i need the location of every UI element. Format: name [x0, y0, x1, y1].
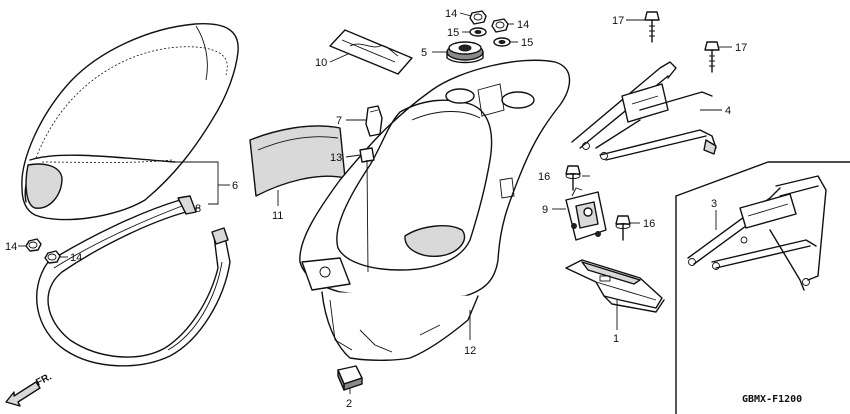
callout-4: 4 — [725, 105, 731, 117]
bolt-13 — [359, 147, 375, 273]
callout-16-a: 16 — [538, 171, 550, 183]
callout-17-b: 17 — [735, 42, 747, 54]
washer-15-top-b — [493, 37, 511, 47]
nut-14-top-a — [469, 10, 487, 25]
luggage-box — [299, 59, 571, 361]
callout-9: 9 — [542, 204, 548, 216]
grommet-5 — [446, 41, 484, 64]
seat — [21, 23, 239, 221]
callout-11: 11 — [272, 210, 283, 222]
nut-14-left-a — [25, 238, 42, 252]
callout-2: 2 — [346, 398, 352, 410]
inset-rack-3 — [675, 161, 850, 414]
document-pouch — [329, 29, 413, 75]
leader-lines — [18, 12, 732, 394]
callout-5: 5 — [421, 47, 427, 59]
callout-3: 3 — [711, 198, 717, 210]
callout-16-b: 16 — [643, 218, 655, 230]
clip-7 — [365, 105, 383, 137]
seat-seal — [36, 195, 231, 367]
bolt-16-b — [615, 215, 631, 241]
front-arrow: FR. — [5, 371, 54, 407]
callout-7: 7 — [336, 115, 342, 127]
rack-4 — [571, 61, 717, 161]
bolt-17-b — [704, 41, 720, 73]
bolt-17-a — [644, 11, 660, 43]
diagram-code: GBMX-F1200 — [742, 394, 802, 405]
cover-1 — [565, 259, 665, 313]
callout-13: 13 — [330, 152, 342, 164]
callout-14-left-b: 14 — [70, 252, 82, 264]
nut-14-top-b — [491, 18, 509, 33]
callout-14-top-b: 14 — [517, 19, 529, 31]
callout-15-top-a: 15 — [447, 27, 459, 39]
nut-14-left-b — [44, 250, 61, 264]
bolt-16-a — [565, 165, 581, 191]
callout-14-left-a: 14 — [5, 241, 17, 253]
callout-labels: 6 8 14 14 10 11 7 13 5 14 14 15 15 17 17… — [5, 8, 747, 410]
seat-latch-9 — [565, 187, 607, 241]
callout-1: 1 — [613, 333, 619, 345]
callout-12: 12 — [464, 345, 476, 357]
callout-15-top-b: 15 — [521, 37, 533, 49]
callout-14-top-a: 14 — [445, 8, 457, 20]
front-label: FR. — [34, 371, 54, 388]
part-2 — [337, 365, 363, 391]
washer-15-top-a — [469, 27, 487, 37]
callout-10: 10 — [315, 57, 327, 69]
callout-8: 8 — [195, 203, 201, 215]
callout-6: 6 — [232, 180, 238, 192]
callout-17-a: 17 — [612, 15, 624, 27]
